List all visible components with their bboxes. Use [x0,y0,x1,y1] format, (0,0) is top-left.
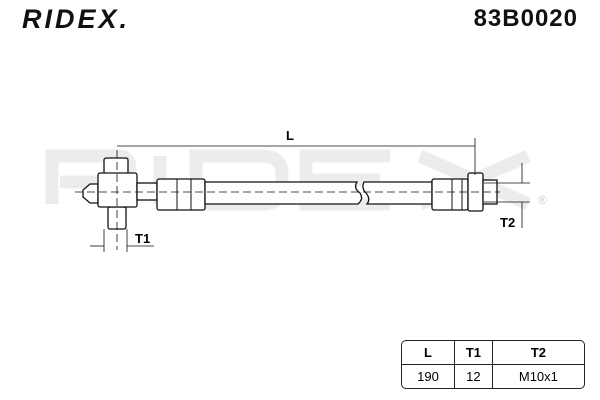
registered-mark: ® [538,193,547,207]
brand-logo: RIDEX. [22,4,131,34]
hose-right [362,181,433,205]
value-L: 190 [402,365,456,388]
label-T2: T2 [500,215,516,230]
label-L: L [286,128,294,143]
right-crimp [431,178,469,211]
part-number: 83B0020 [473,5,578,32]
value-T1: 12 [455,365,493,388]
bolt-head [103,157,129,175]
left-crimp [156,178,206,211]
hose-left [204,181,363,205]
header-T1: T1 [455,341,493,365]
label-T1: T1 [135,231,151,246]
nipple [82,183,99,204]
header-T2: T2 [492,341,584,365]
tube [136,182,158,201]
value-T2: M10x1 [518,369,558,384]
banjo-block [97,172,138,208]
header-L: L [402,341,456,365]
